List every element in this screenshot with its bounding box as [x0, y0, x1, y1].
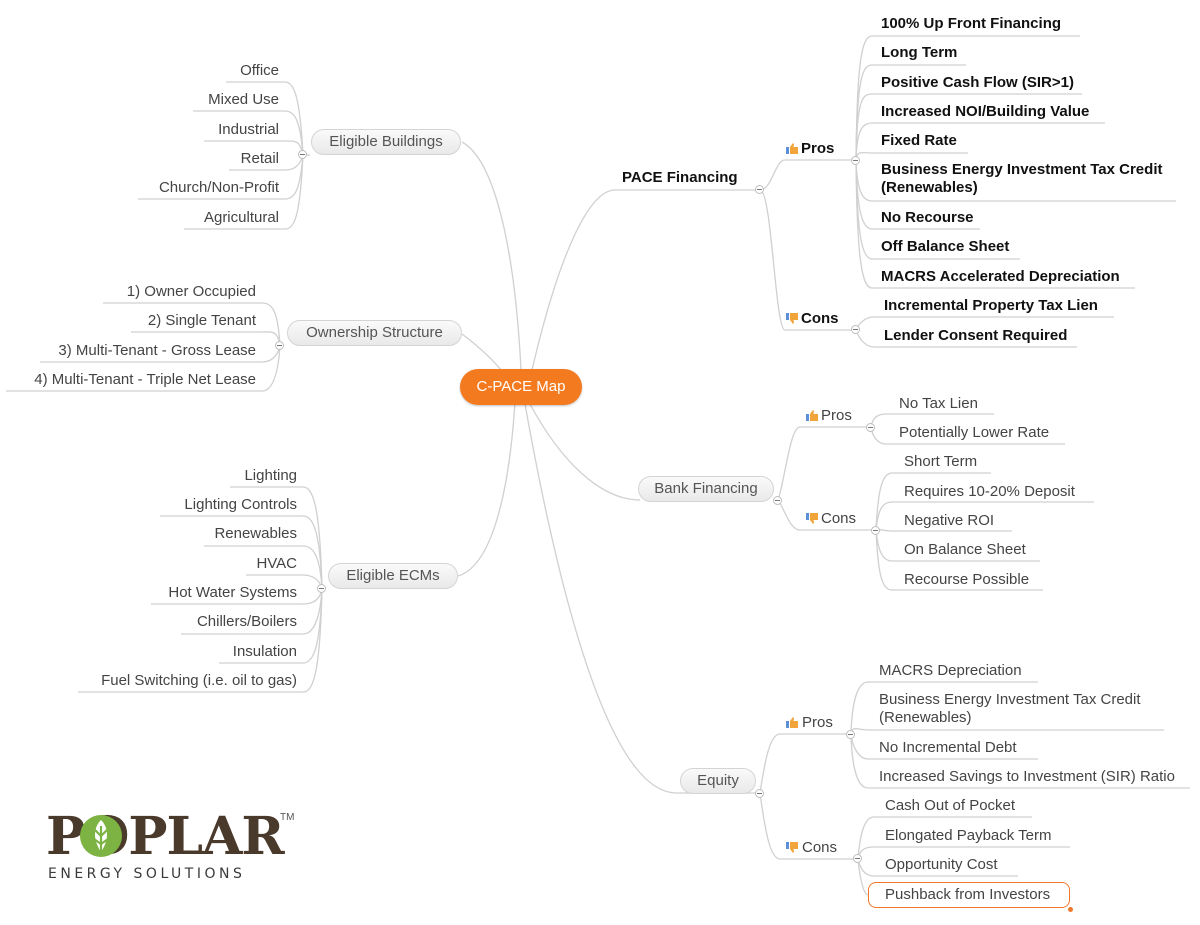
leaf-church-non-profit[interactable]: Church/Non-Profit [158, 179, 279, 196]
leaf-potentially-lower-rate[interactable]: Potentially Lower Rate [899, 424, 1050, 441]
topic-ownership-structure[interactable]: Ownership Structure [287, 320, 462, 346]
branch-bank-pros[interactable]: Pros [821, 407, 852, 424]
branch-pace-cons[interactable]: Cons [801, 310, 839, 327]
leaf-agricultural[interactable]: Agricultural [203, 209, 279, 226]
logo-tagline: ENERGY SOLUTIONS [48, 866, 246, 882]
link-center-bank [529, 403, 641, 501]
leaf-increased-savings-ratio[interactable]: Increased Savings to Investment (SIR) Ra… [879, 768, 1175, 785]
leaf-up-front-financing[interactable]: 100% Up Front Financing [881, 15, 1062, 32]
leaf-negative-roi[interactable]: Negative ROI [904, 512, 995, 529]
collapse-ownership-structure-button[interactable] [275, 341, 284, 350]
collapse-eligible-buildings-button[interactable] [298, 150, 307, 159]
leaf-no-recourse[interactable]: No Recourse [881, 209, 974, 226]
leaf-elongated-payback[interactable]: Elongated Payback Term [885, 827, 1052, 844]
leaf-renewables[interactable]: Renewables [214, 525, 297, 542]
leaf-no-incremental-debt[interactable]: No Incremental Debt [879, 739, 1017, 756]
leaf-long-term[interactable]: Long Term [881, 44, 958, 61]
leaf-retail[interactable]: Retail [240, 150, 279, 167]
leaf-owner-occupied[interactable]: 1) Owner Occupied [126, 283, 256, 300]
leaf-incremental-tax-lien[interactable]: Incremental Property Tax Lien [884, 297, 1098, 314]
collapse-bank-financing-button[interactable] [773, 496, 782, 505]
link-center-pace [531, 189, 760, 371]
leaf-office[interactable]: Office [240, 62, 279, 79]
leaf-short-term[interactable]: Short Term [904, 453, 978, 470]
leaf-positive-cash-flow[interactable]: Positive Cash Flow (SIR>1) [881, 74, 1074, 91]
leaf-single-tenant[interactable]: 2) Single Tenant [147, 312, 256, 329]
leaf-no-tax-lien[interactable]: No Tax Lien [899, 395, 978, 412]
thumbs-down-icon [786, 313, 798, 324]
link-center-buildings [461, 141, 522, 371]
leaf-recourse-possible[interactable]: Recourse Possible [904, 571, 1030, 588]
leaf-mixed-use[interactable]: Mixed Use [208, 91, 279, 108]
thumbs-down-icon [786, 842, 798, 853]
collapse-pace-cons-button[interactable] [851, 325, 860, 334]
leaf-multi-tenant-triple-net-lease[interactable]: 4) Multi-Tenant - Triple Net Lease [34, 371, 256, 388]
central-topic[interactable]: C-PACE Map [460, 369, 582, 405]
topic-pace-financing[interactable]: PACE Financing [622, 169, 738, 186]
leaf-hvac[interactable]: HVAC [256, 555, 297, 572]
topic-bank-financing[interactable]: Bank Financing [638, 476, 774, 502]
topic-equity[interactable]: Equity [680, 768, 756, 794]
collapse-bank-pros-button[interactable] [866, 423, 875, 432]
collapse-equity-pros-button[interactable] [846, 730, 855, 739]
leaf-fuel-switching[interactable]: Fuel Switching (i.e. oil to gas) [101, 672, 297, 689]
topic-eligible-ecms[interactable]: Eligible ECMs [328, 563, 458, 589]
thumbs-down-icon [806, 513, 818, 524]
collapse-equity-cons-button[interactable] [853, 854, 862, 863]
link-center-ecms [457, 401, 516, 577]
leaf-cash-out-of-pocket[interactable]: Cash Out of Pocket [885, 797, 1016, 814]
leaf-off-balance-sheet[interactable]: Off Balance Sheet [881, 238, 1010, 255]
leaf-lighting-controls[interactable]: Lighting Controls [184, 496, 297, 513]
logo-trademark: TM [280, 812, 295, 823]
leaf-on-balance-sheet[interactable]: On Balance Sheet [904, 541, 1026, 558]
leaf-chillers-boilers[interactable]: Chillers/Boilers [196, 613, 297, 630]
leaf-lighting[interactable]: Lighting [244, 467, 297, 484]
leaf-opportunity-cost[interactable]: Opportunity Cost [885, 856, 998, 873]
topic-eligible-buildings[interactable]: Eligible Buildings [311, 129, 461, 155]
leaf-requires-deposit[interactable]: Requires 10-20% Deposit [904, 483, 1075, 500]
leaf-industrial[interactable]: Industrial [218, 121, 279, 138]
leaf-insulation[interactable]: Insulation [232, 643, 297, 660]
link-center-equity [524, 403, 760, 794]
leaf-tree-icon [80, 815, 122, 857]
leaf-hot-water-systems[interactable]: Hot Water Systems [168, 584, 297, 601]
thumbs-up-icon [786, 717, 798, 728]
branch-bank-cons[interactable]: Cons [821, 510, 857, 527]
collapse-bank-cons-button[interactable] [871, 526, 880, 535]
branch-equity-cons[interactable]: Cons [802, 839, 838, 856]
branch-equity-pros[interactable]: Pros [802, 714, 833, 731]
selected-topic-outline[interactable] [868, 882, 1070, 908]
thumbs-up-icon [786, 143, 798, 154]
collapse-pace-pros-button[interactable] [851, 156, 860, 165]
selection-handle[interactable] [1068, 907, 1073, 912]
leaf-fixed-rate[interactable]: Fixed Rate [881, 132, 957, 149]
leaf-equity-business-energy-credit[interactable]: Business Energy Investment Tax Credit (R… [879, 691, 1141, 726]
poplar-logo: POPLAR TM ENERGY SOLUTIONS [46, 808, 296, 883]
leaf-macrs-depreciation[interactable]: MACRS Depreciation [879, 662, 1022, 679]
leaf-increased-noi[interactable]: Increased NOI/Building Value [881, 103, 1090, 120]
collapse-equity-button[interactable] [755, 789, 764, 798]
leaf-macrs-accelerated[interactable]: MACRS Accelerated Depreciation [881, 268, 1120, 285]
collapse-pace-financing-button[interactable] [755, 185, 764, 194]
leaf-pushback-from-investors[interactable]: Pushback from Investors [885, 886, 1051, 903]
branch-pace-pros[interactable]: Pros [801, 140, 835, 157]
leaf-pace-business-energy-credit[interactable]: Business Energy Investment Tax Credit (R… [881, 161, 1163, 196]
collapse-eligible-ecms-button[interactable] [317, 584, 326, 593]
leaf-multi-tenant-gross-lease[interactable]: 3) Multi-Tenant - Gross Lease [58, 342, 256, 359]
thumbs-up-icon [806, 410, 818, 421]
leaf-lender-consent[interactable]: Lender Consent Required [884, 327, 1068, 344]
